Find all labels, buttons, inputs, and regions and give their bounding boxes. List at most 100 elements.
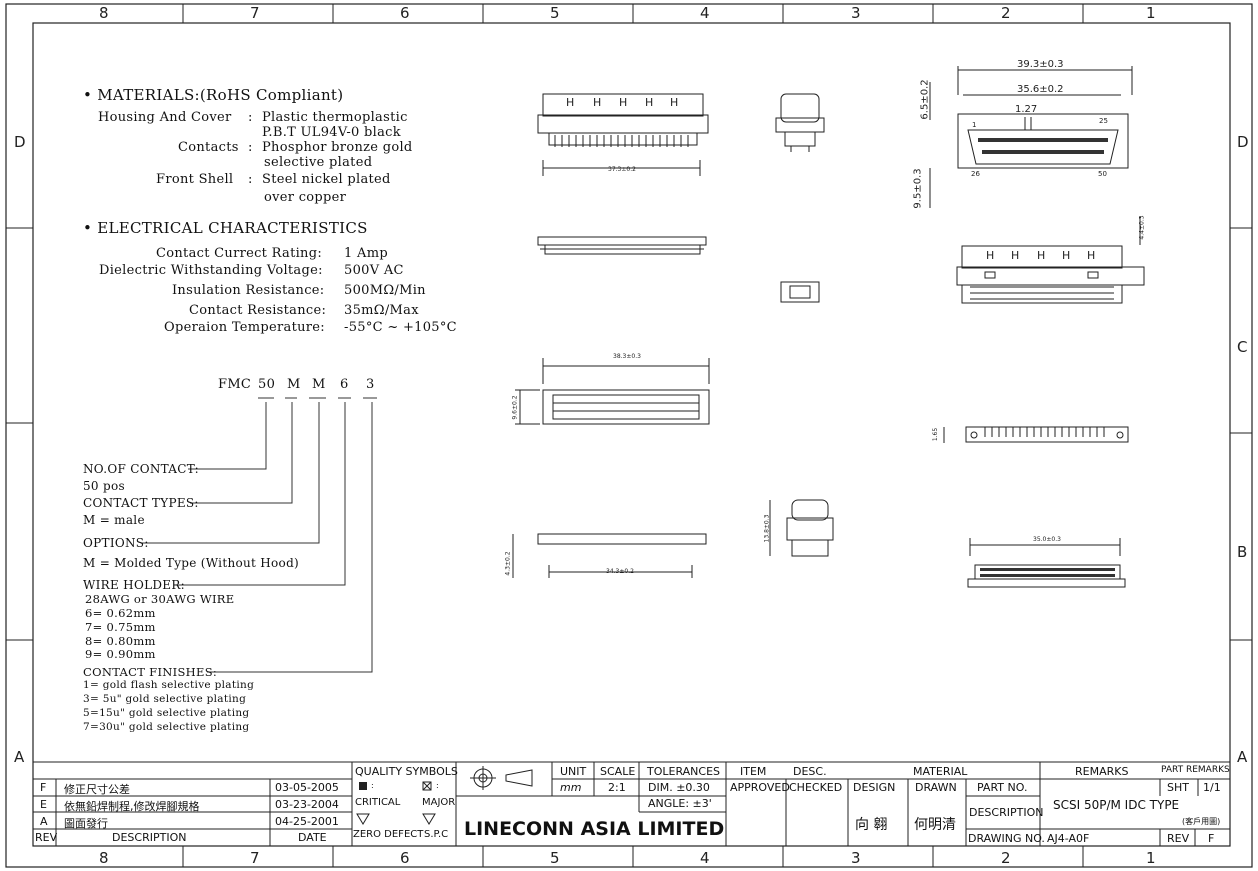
rev-label: REV (1167, 832, 1190, 845)
col-label-6-bottom: 6 (400, 849, 410, 867)
dim-outer-width: 39.3±0.3 (1017, 59, 1064, 70)
rev-date: 03-05-2005 (275, 781, 339, 794)
h-mark: H (619, 96, 628, 109)
part-code-finish: 3 (366, 377, 375, 392)
electrical-value-resistance: 35mΩ/Max (344, 303, 419, 318)
wire-holder-line: 9= 0.90mm (85, 647, 156, 661)
electrical-label-current: Contact Currect Rating: (156, 246, 323, 261)
scale-label: SCALE (600, 765, 636, 778)
part-remarks-label: PART REMARKS (1161, 765, 1230, 775)
material-label: MATERIAL (913, 765, 968, 778)
h-mark: H (1011, 249, 1020, 262)
customer-note: (客戶用圖) (1182, 817, 1221, 826)
finish-line: 7=30u" gold selective plating (83, 721, 250, 733)
wire-holder-line: 28AWG or 30AWG WIRE (85, 592, 235, 606)
angle-tolerance: ANGLE: ±3' (648, 797, 712, 810)
electrical-heading: • ELECTRICAL CHARACTERISTICS (83, 219, 368, 237)
rev-date: 03-23-2004 (275, 798, 339, 811)
col-label-7-bottom: 7 (250, 849, 260, 867)
colon: : (436, 781, 439, 790)
rev-date: 04-25-2001 (275, 815, 339, 828)
dim-pitch: 1.27 (1015, 104, 1038, 115)
rev-description: 依無鉛焊制程,修改焊腳規格 (64, 800, 200, 813)
contact-types-label: CONTACT TYPES: (83, 496, 199, 510)
design-label: DESIGN (853, 781, 896, 794)
col-label-5-bottom: 5 (550, 849, 560, 867)
designer-name: 向 翱 (855, 817, 888, 833)
company-name: LINECONN ASIA LIMITED (464, 818, 725, 840)
materials-label-front-shell: Front Shell (156, 172, 234, 187)
materials-value-housing-2: P.B.T UL94V-0 black (262, 125, 401, 140)
approved-label: APPROVED (730, 781, 790, 794)
options-label: OPTIONS: (83, 536, 149, 550)
part-code-wire: 6 (340, 377, 349, 392)
dim-height-2: 9.5±0.3 (912, 168, 924, 209)
contact-types-value: M = male (83, 513, 145, 527)
unit-label: UNIT (560, 765, 587, 778)
dim-bottom-length: 34.3±0.2 (606, 568, 634, 575)
row-label-b-right: B (1237, 543, 1248, 561)
remarks-label: REMARKS (1075, 765, 1129, 778)
finish-line: 1= gold flash selective plating (83, 679, 255, 691)
sheet-label: SHT (1167, 781, 1189, 794)
materials-label-contacts: Contacts (178, 140, 239, 155)
colon: : (371, 781, 374, 790)
h-mark: H (1062, 249, 1071, 262)
electrical-label-temperature: Operaion Temperature: (164, 320, 325, 335)
rev-description: 圖面發行 (64, 817, 108, 830)
sheet-value: 1/1 (1203, 781, 1221, 794)
contact-no-value: 50 pos (83, 479, 125, 493)
drawer-name: 何明清 (914, 817, 956, 833)
pin-50-label: 50 (1098, 170, 1107, 178)
description-value: SCSI 50P/M IDC TYPE (1053, 798, 1180, 812)
materials-value-contacts-2: selective plated (264, 155, 373, 170)
part-code-type: M (287, 377, 301, 392)
dim-inner-width: 35.6±0.2 (1017, 84, 1064, 95)
dim-top-length: 37.3±0.2 (608, 166, 636, 173)
dim-right-side: 4.4±0.3 (1138, 215, 1146, 240)
wire-holder-line: 8= 0.80mm (85, 634, 156, 648)
rev-letter: F (40, 781, 47, 794)
rev-letter: E (40, 798, 47, 811)
col-label-1-bottom: 1 (1146, 849, 1156, 867)
part-code-option: M (312, 377, 326, 392)
wire-holder-label: WIRE HOLDER: (83, 578, 186, 592)
scale-value: 2:1 (608, 781, 626, 794)
tolerances-label: TOLERANCES (647, 765, 721, 778)
materials-value-front-shell-2: over copper (264, 190, 347, 205)
zero-defect-label: ZERO DEFECT (353, 829, 424, 840)
pin-1-label: 1 (972, 121, 977, 129)
electrical-value-current: 1 Amp (344, 246, 388, 261)
materials-value-housing-1: Plastic thermoplastic (262, 110, 408, 125)
rev-header: REV (35, 831, 58, 844)
h-mark: H (645, 96, 654, 109)
col-label-4-bottom: 4 (700, 849, 710, 867)
h-mark: H (670, 96, 679, 109)
colon: : (248, 172, 253, 187)
dim-right-small: 1.65 (932, 427, 940, 442)
drawing-no-value: AJ4-A0F (1047, 832, 1090, 845)
dim-mid-length: 38.3±0.3 (613, 353, 641, 360)
finish-line: 3= 5u" gold selective plating (83, 693, 247, 705)
electrical-label-voltage: Dielectric Withstanding Voltage: (99, 263, 323, 278)
row-label-d: D (14, 133, 26, 151)
row-label-c-right: C (1237, 338, 1248, 356)
part-code-contacts: 50 (258, 377, 276, 392)
electrical-label-resistance: Contact Resistance: (189, 303, 327, 318)
materials-value-contacts-1: Phosphor bronze gold (262, 140, 413, 155)
row-label-a: A (14, 748, 25, 766)
electrical-value-voltage: 500V AC (344, 263, 404, 278)
dim-height-1: 6.5±0.2 (919, 79, 931, 120)
h-mark: H (566, 96, 575, 109)
pin-26-label: 26 (971, 170, 980, 178)
materials-label-housing: Housing And Cover (98, 110, 232, 125)
col-label-7: 7 (250, 4, 260, 22)
h-mark: H (1037, 249, 1046, 262)
col-label-1: 1 (1146, 4, 1156, 22)
dim-mid-height: 9.6±0.2 (511, 395, 519, 420)
col-label-3: 3 (851, 4, 861, 22)
col-label-8: 8 (99, 4, 109, 22)
dim-bottom-height: 4.3±0.2 (504, 551, 512, 576)
spc-label: S.P.C (424, 829, 449, 840)
dim-right-bottom: 35.0±0.3 (1033, 536, 1061, 543)
